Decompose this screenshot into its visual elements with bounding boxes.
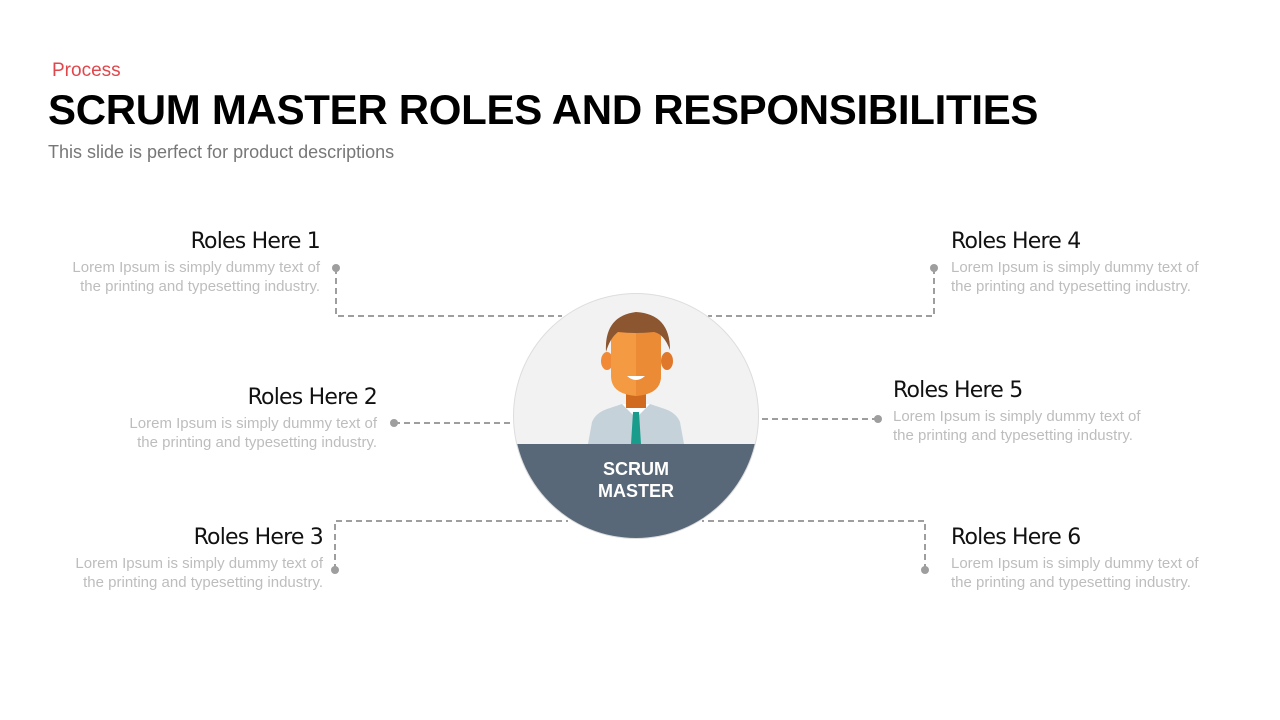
role-block-2: Roles Here 2 Lorem Ipsum is simply dummy… [117, 385, 377, 452]
person-avatar-icon [588, 312, 684, 444]
scrum-master-hub: SCRUM MASTER [514, 294, 758, 538]
hub-label-line-1: SCRUM [603, 459, 669, 479]
connector-dot-2 [390, 419, 398, 427]
role-description: Lorem Ipsum is simply dummy text of the … [75, 555, 323, 591]
connector-dot-4 [930, 264, 938, 272]
role-title: Roles Here 6 [951, 525, 1081, 550]
role-title: Roles Here 3 [193, 525, 324, 550]
connector-role-4 [708, 268, 935, 317]
role-title: Roles Here 2 [247, 385, 378, 410]
connector-dot-1 [332, 264, 340, 272]
connector-dot-5 [874, 415, 882, 423]
role-title: Roles Here 5 [893, 378, 1023, 403]
role-block-3: Roles Here 3 Lorem Ipsum is simply dummy… [63, 525, 323, 592]
role-description: Lorem Ipsum is simply dummy text of the … [893, 408, 1141, 444]
role-description: Lorem Ipsum is simply dummy text of the … [951, 259, 1199, 295]
role-block-6: Roles Here 6 Lorem Ipsum is simply dummy… [951, 525, 1211, 592]
hub-label-band [514, 444, 758, 538]
section-kicker: Process [52, 60, 121, 81]
role-title: Roles Here 1 [190, 229, 321, 254]
page-title: SCRUM MASTER ROLES AND RESPONSIBILITIES [48, 86, 1039, 133]
role-block-1: Roles Here 1 Lorem Ipsum is simply dummy… [60, 229, 320, 296]
role-block-4: Roles Here 4 Lorem Ipsum is simply dummy… [951, 229, 1211, 296]
hub-label: SCRUM MASTER [514, 458, 758, 502]
hub-label-line-2: MASTER [598, 481, 674, 501]
role-description: Lorem Ipsum is simply dummy text of the … [72, 259, 320, 295]
role-description: Lorem Ipsum is simply dummy text of the … [951, 555, 1199, 591]
role-block-5: Roles Here 5 Lorem Ipsum is simply dummy… [893, 378, 1153, 445]
role-title: Roles Here 4 [951, 229, 1081, 254]
connector-dot-3 [331, 566, 339, 574]
connector-role-3 [334, 520, 568, 570]
connector-role-1 [335, 268, 562, 317]
page-subtitle: This slide is perfect for product descri… [48, 142, 395, 162]
role-description: Lorem Ipsum is simply dummy text of the … [129, 415, 377, 451]
connector-dot-6 [921, 566, 929, 574]
